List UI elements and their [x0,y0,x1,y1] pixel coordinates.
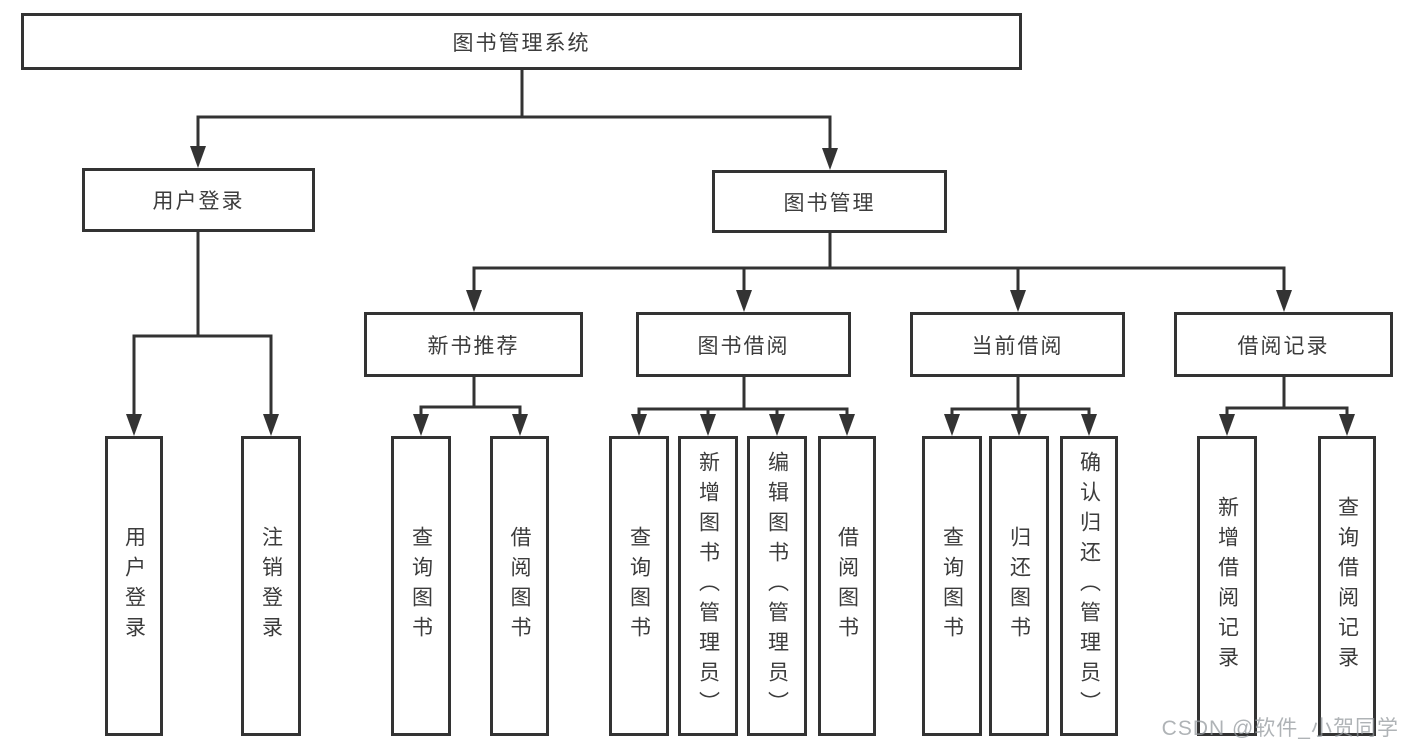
arrowhead-icon [769,414,785,436]
arrowhead-icon [190,146,206,168]
leaf-edit-book-admin: 编辑图书（管理员） [747,436,807,736]
leaf-user-login-label: 用户登录 [122,526,146,646]
leaf-confirm-return-admin: 确认归还（管理员） [1060,436,1118,736]
leaf-return-book: 归还图书 [989,436,1049,736]
node-user-login: 用户登录 [82,168,315,232]
leaf-query-books-borrow-label: 查询图书 [627,526,651,646]
node-new-book-recommend: 新书推荐 [364,312,583,377]
node-book-borrow: 图书借阅 [636,312,851,377]
node-root: 图书管理系统 [21,13,1022,70]
node-book-management-label: 图书管理 [783,191,876,215]
leaf-add-borrow-record-label: 新增借阅记录 [1215,496,1239,676]
arrowhead-icon [944,414,960,436]
node-borrow-records-label: 借阅记录 [1237,334,1330,358]
node-current-borrow-label: 当前借阅 [971,334,1064,358]
arrowhead-icon [839,414,855,436]
leaf-borrow-books-recommend: 借阅图书 [490,436,549,736]
arrowhead-icon [1219,414,1235,436]
connector-borrow-to-leaves [637,377,849,416]
leaf-query-books-current-label: 查询图书 [940,526,964,646]
connector-current-to-leaves [950,377,1091,416]
arrowhead-icon [1010,290,1026,312]
connector-recommend-to-leaves [419,377,522,416]
leaf-confirm-return-admin-label: 确认归还（管理员） [1077,451,1101,721]
arrowhead-icon [413,414,429,436]
arrowhead-icon [1011,414,1027,436]
leaf-query-books-current: 查询图书 [922,436,982,736]
leaf-user-login: 用户登录 [105,436,163,736]
arrowhead-icon [822,148,838,170]
leaf-logout-label: 注销登录 [259,526,283,646]
arrowhead-icon [466,290,482,312]
leaf-add-book-admin: 新增图书（管理员） [678,436,738,736]
leaf-return-book-label: 归还图书 [1007,526,1031,646]
node-root-label: 图书管理系统 [452,31,591,55]
node-new-book-recommend-label: 新书推荐 [427,334,520,358]
leaf-query-borrow-record-label: 查询借阅记录 [1335,496,1359,676]
arrowhead-icon [126,414,142,436]
leaf-edit-book-admin-label: 编辑图书（管理员） [765,451,789,721]
connector-bookmgmt-to-groups [472,233,1286,292]
arrowhead-icon [700,414,716,436]
leaf-borrow-books-recommend-label: 借阅图书 [508,526,531,646]
leaf-query-books-borrow: 查询图书 [609,436,669,736]
connector-root-to-level2 [196,70,832,152]
leaf-query-books-recommend-label: 查询图书 [409,526,433,646]
node-book-borrow-label: 图书借阅 [697,334,790,358]
arrowhead-icon [631,414,647,436]
watermark: CSDN @软件_小贺同学 [1161,717,1399,740]
connector-userlogin-to-leaves [132,232,273,416]
leaf-add-borrow-record: 新增借阅记录 [1197,436,1257,736]
arrowhead-icon [1276,290,1292,312]
leaf-borrow-books-borrow: 借阅图书 [818,436,876,736]
leaf-query-books-recommend: 查询图书 [391,436,451,736]
arrowhead-icon [1339,414,1355,436]
node-user-login-label: 用户登录 [152,190,245,213]
leaf-logout: 注销登录 [241,436,301,736]
node-book-management: 图书管理 [712,170,947,233]
arrowhead-icon [736,290,752,312]
arrowhead-icon [1081,414,1097,436]
connector-records-to-leaves [1225,377,1349,416]
node-borrow-records: 借阅记录 [1174,312,1393,377]
arrowhead-icon [263,414,279,436]
leaf-add-book-admin-label: 新增图书（管理员） [696,451,720,721]
leaf-borrow-books-borrow-label: 借阅图书 [835,526,859,646]
node-current-borrow: 当前借阅 [910,312,1125,377]
arrowhead-icon [512,414,528,436]
leaf-query-borrow-record: 查询借阅记录 [1318,436,1376,736]
